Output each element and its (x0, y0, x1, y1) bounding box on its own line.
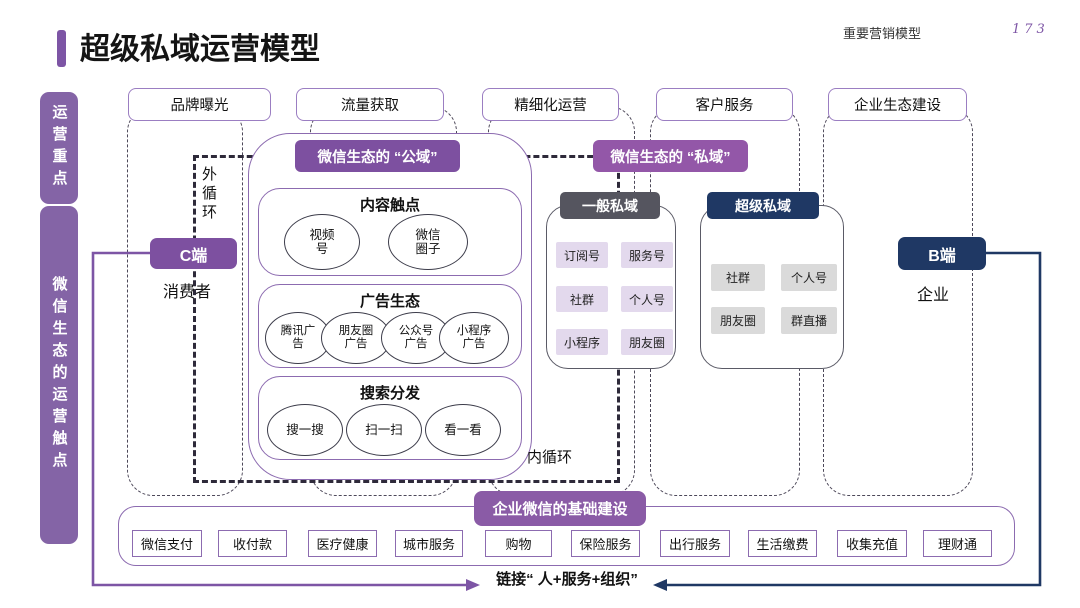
ellipse-top-stories: 看一看 (425, 404, 501, 456)
foundation-utility-bills: 生活缴费 (748, 530, 817, 557)
foundation-travel-services: 出行服务 (660, 530, 730, 557)
ellipse-mini-program-ads: 小程序广告 (439, 312, 509, 364)
ellipse-scan: 扫一扫 (346, 404, 422, 456)
ellipse-wechat-circle: 微信圈子 (388, 214, 468, 270)
foundation-city-services: 城市服务 (395, 530, 463, 557)
pill-personal-account: 个人号 (621, 286, 673, 312)
ellipse-video-account: 视频号 (284, 214, 360, 270)
b-side-sublabel: 企业 (917, 287, 950, 304)
banner-public-domain: 微信生态的 “公域” (295, 140, 460, 172)
foundation-licaitong: 理财通 (923, 530, 992, 557)
c-side-sublabel: 消费者 (163, 284, 212, 301)
foundation-insurance: 保险服务 (571, 530, 640, 557)
pill-mini-program: 小程序 (556, 329, 608, 355)
pill-community: 社群 (711, 264, 765, 291)
foundation-medical-health: 医疗健康 (308, 530, 377, 557)
c-side-box: C端 (150, 238, 237, 269)
inner-loop-label: 内循环 (527, 449, 573, 466)
b-side-box: B端 (898, 237, 986, 270)
foundation-top-up: 收集充值 (837, 530, 907, 557)
ellipse-search: 搜一搜 (267, 404, 343, 456)
pill-moments: 朋友圈 (621, 329, 673, 355)
sidebar-operation-focus: 运营重点 (40, 92, 78, 204)
pill-subscription-account: 订阅号 (556, 242, 608, 268)
super-private-header: 超级私域 (707, 192, 819, 219)
outer-loop-label: 外循环 (200, 166, 217, 223)
section-title: 内容触点 (359, 197, 420, 214)
foundation-shopping: 购物 (485, 530, 552, 557)
section-title: 搜索分发 (359, 385, 420, 402)
dashed-column-ecosystem (823, 106, 973, 496)
top-box-customer-service: 客户服务 (656, 88, 793, 121)
pill-service-account: 服务号 (621, 242, 673, 268)
general-private-header: 一般私域 (560, 192, 660, 219)
foundation-payments: 收付款 (218, 530, 287, 557)
title-accent-bar (57, 30, 66, 67)
pill-moments: 朋友圈 (711, 307, 765, 334)
pill-personal-account: 个人号 (781, 264, 837, 291)
sidebar-wechat-touchpoints: 微信生态的运营触点 (40, 206, 78, 544)
top-box-traffic-acquisition: 流量获取 (296, 88, 444, 121)
top-box-refined-operation: 精细化运营 (482, 88, 619, 121)
top-box-brand-exposure: 品牌曝光 (128, 88, 271, 121)
top-box-enterprise-ecosystem: 企业生态建设 (828, 88, 967, 121)
section-title: 广告生态 (359, 293, 420, 310)
page-title: 超级私域运营模型 (80, 33, 320, 66)
pill-group-live: 群直播 (781, 307, 837, 334)
banner-wecom-foundation: 企业微信的基础建设 (474, 491, 646, 526)
banner-private-domain: 微信生态的 “私域” (593, 140, 748, 172)
pill-community: 社群 (556, 286, 608, 312)
page-number: 173 (1012, 22, 1049, 37)
header-note: 重要营销模型 (843, 26, 922, 41)
link-arrow-label: 链接“ 人+服务+组织” (496, 571, 638, 588)
foundation-wechat-pay: 微信支付 (132, 530, 202, 557)
